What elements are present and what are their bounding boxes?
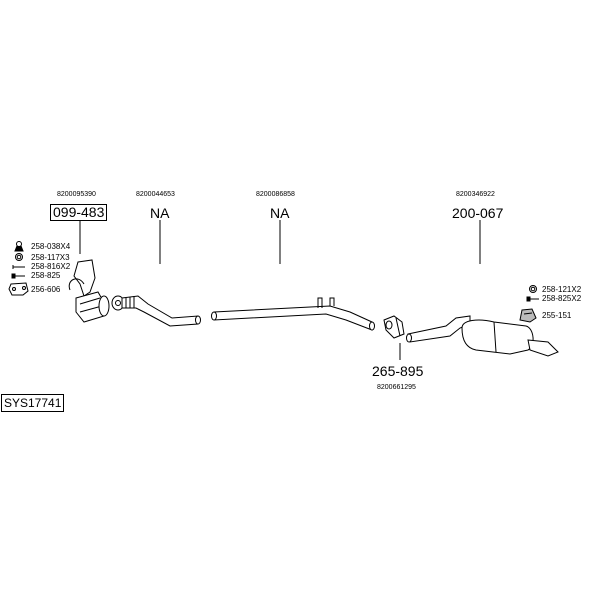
accessory-label-right[interactable]: 258-825X2 — [542, 294, 582, 303]
stud-icon — [12, 265, 25, 269]
oem-catalytic-converter: 8200095390 — [57, 191, 96, 198]
centre-pipe[interactable] — [211, 297, 375, 331]
accessory-label-left[interactable]: 258-117X3 — [31, 253, 70, 262]
accessory-icons-right — [519, 285, 539, 323]
part-code-connector-pipe[interactable]: 265-895 — [372, 363, 424, 379]
front-pipe[interactable] — [111, 295, 201, 327]
oem-centre-pipe: 8200086858 — [256, 191, 295, 198]
accessory-label-left[interactable]: 258-816X2 — [31, 262, 71, 271]
part-code-rear-silencer[interactable]: 200-067 — [452, 205, 504, 221]
rear-silencer[interactable] — [406, 315, 559, 357]
accessory-label-left[interactable]: 258-825 — [31, 271, 61, 280]
mounting-bracket-icon — [519, 308, 537, 323]
bolt-icon — [11, 273, 25, 279]
bolt-nut-icon — [14, 241, 24, 252]
flange-gasket-icon — [8, 282, 29, 296]
part-code-centre-pipe[interactable]: NA — [270, 205, 290, 221]
part-code-catalytic-converter[interactable]: 099-483 — [50, 204, 108, 221]
ring-gasket-icon — [15, 253, 23, 261]
connector-pipe[interactable] — [383, 315, 405, 339]
accessory-icons-left — [8, 241, 29, 296]
bolt-icon — [526, 296, 539, 302]
oem-rear-silencer: 8200346922 — [456, 191, 495, 198]
accessory-label-right[interactable]: 258-121X2 — [542, 285, 582, 294]
part-code-front-pipe[interactable]: NA — [150, 205, 170, 221]
oem-front-pipe: 8200044653 — [136, 191, 175, 198]
catalytic-converter[interactable] — [68, 259, 110, 323]
accessory-label-left[interactable]: 258-038X4 — [31, 242, 71, 251]
oem-connector-pipe: 8200661295 — [377, 384, 416, 391]
system-id-label: SYS17741 — [1, 394, 65, 412]
ring-gasket-icon — [529, 285, 537, 293]
accessory-label-left[interactable]: 256-606 — [31, 285, 61, 294]
accessory-label-right[interactable]: 255-151 — [542, 311, 572, 320]
